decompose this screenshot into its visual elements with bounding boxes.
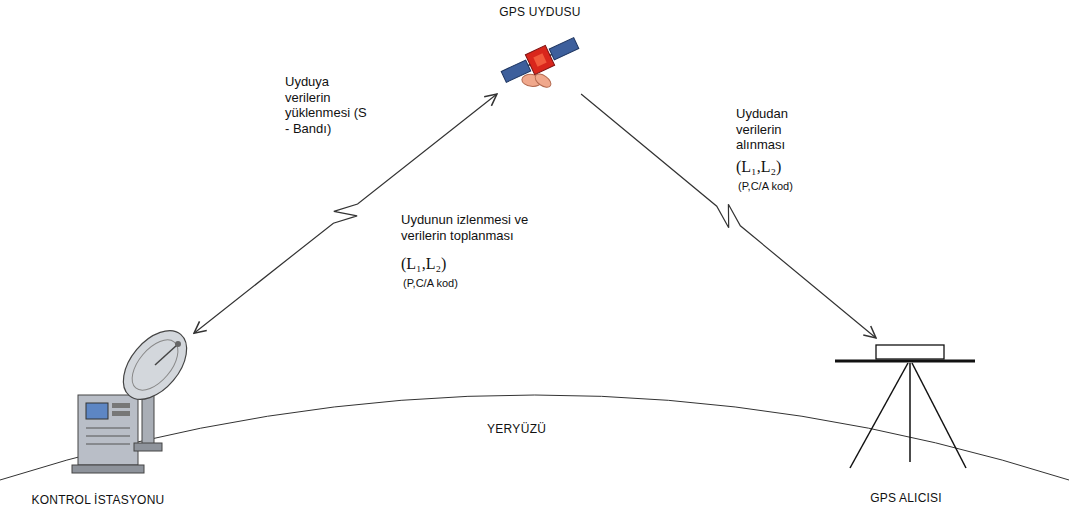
node-label: KONTROL İSTASYONU [29,492,168,508]
node-label: GPS ALICISI [867,490,945,506]
gps-receiver-icon [835,345,975,468]
signal-label: (L₁,L₂) [735,157,782,176]
edge-label: Uydudan verilerin alınması [735,106,825,153]
control-station-icon [72,319,199,473]
signal-label: (P,C/A kod) [737,180,794,193]
node-label: GPS UYDUSU [496,4,583,20]
station-node: KONTROL İSTASYONU [2,312,194,508]
station-node: GPS UYDUSU [488,4,592,94]
earth-surface [0,395,1069,480]
earth-label: YERYÜZÜ [486,422,547,436]
signal-label: Uydunun izlenmesi ve verilerin toplanmas… [400,212,548,243]
station-node: GPS ALICISI [820,338,992,506]
signal-label: (P,C/A kod) [402,277,459,290]
edge-label: Uyduya verilerin yüklenmesi (S - Bandı) [284,74,372,136]
signal-label: (L₁,L₂) [400,254,447,273]
signal-link [581,94,876,338]
satellite-icon [499,33,589,104]
